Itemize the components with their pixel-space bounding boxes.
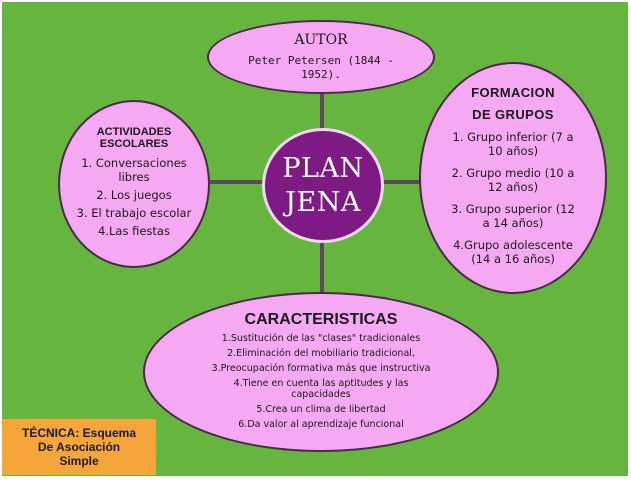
caracteristicas-item-1-line-1: 1.Sustitución de las "clases" tradiciona… [221, 332, 421, 344]
actividades-title-line-2: ESCOLARES [99, 138, 169, 150]
actividades-item-2: 2. Los juegos [96, 188, 171, 202]
actividades-title-line-1: ACTIVIDADES [96, 126, 172, 138]
node-actividades-escolares: ACTIVIDADES ESCOLARES 1. Conversaciones … [58, 100, 210, 268]
formacion-item-1-line-2: 10 años) [487, 144, 539, 158]
tecnica-line-3: Simple [59, 454, 99, 468]
connector-autor [320, 85, 324, 135]
formacion-title: FORMACION DE GRUPOS [471, 82, 555, 126]
node-caracteristicas: CARACTERISTICAS 1.Sustitución de las "cl… [143, 292, 499, 452]
actividades-item-4: 4.Las fiestas [98, 224, 170, 238]
caracteristicas-item-6: 6.Da valor al aprendizaje funcional [238, 419, 403, 430]
node-formacion-de-grupos: FORMACION DE GRUPOS 1. Grupo inferior (7… [419, 62, 607, 294]
connector-caracteristicas [320, 235, 324, 295]
actividades-item-1-line-2: libres [118, 170, 150, 184]
tecnica-line-1: TÉCNICA: Esquema [21, 426, 137, 440]
center-title-line-1: PLAN [282, 152, 364, 184]
formacion-item-4-line-1: 4.Grupo adolescente [453, 238, 573, 252]
formacion-item-2: 2. Grupo medio (10 a 12 años) [452, 166, 575, 194]
caracteristicas-item-3: 3.Preocupación formativa más que instruc… [212, 363, 431, 374]
autor-title: AUTOR [294, 32, 348, 48]
autor-text-line-1: Peter Petersen (1844 - [248, 54, 394, 67]
actividades-item-3: 3. El trabajo escolar [77, 206, 192, 220]
tecnica-line-2: De Asociación [37, 440, 121, 454]
caracteristicas-item-5: 5.Crea un clima de libertad [256, 404, 385, 415]
actividades-item-3-line-1: 3. El trabajo escolar [76, 206, 192, 220]
formacion-item-3: 3. Grupo superior (12 a 14 años) [451, 202, 575, 230]
caracteristicas-item-2-line-1: 2.Eliminación del mobiliario tradicional… [227, 347, 415, 359]
autor-text-line-2: 1952). [301, 68, 341, 81]
formacion-title-line-1: FORMACION [471, 85, 555, 100]
formacion-item-3-line-1: 3. Grupo superior (12 [451, 202, 575, 216]
formacion-item-1-line-1: 1. Grupo inferior (7 a [452, 130, 574, 144]
actividades-item-2-line-1: 2. Los juegos [96, 188, 172, 202]
actividades-title: ACTIVIDADES ESCOLARES [97, 126, 172, 150]
center-node-plan-jena: PLAN JENA [262, 128, 384, 243]
formacion-item-4: 4.Grupo adolescente (14 a 16 años) [453, 238, 573, 266]
caracteristicas-item-4: 4.Tiene en cuenta las aptitudes y las ca… [234, 378, 409, 400]
caracteristicas-item-3-line-1: 3.Preocupación formativa más que instruc… [211, 362, 431, 374]
actividades-item-1: 1. Conversaciones libres [81, 156, 187, 184]
caracteristicas-title: CARACTERISTICAS [244, 310, 398, 328]
tecnica-label-box: TÉCNICA: Esquema De Asociación Simple [2, 419, 156, 475]
caracteristicas-item-2: 2.Eliminación del mobiliario tradicional… [227, 348, 415, 359]
formacion-title-line-2: DE GRUPOS [472, 107, 554, 122]
caracteristicas-item-1: 1.Sustitución de las "clases" tradiciona… [222, 333, 420, 344]
caracteristicas-item-4-line-2: capacidades [291, 388, 351, 400]
center-title-line-2: JENA [285, 186, 361, 218]
actividades-item-4-line-1: 4.Las fiestas [98, 224, 170, 238]
formacion-item-1: 1. Grupo inferior (7 a 10 años) [452, 130, 573, 158]
actividades-item-1-line-1: 1. Conversaciones [81, 156, 187, 170]
caracteristicas-item-6-line-1: 6.Da valor al aprendizaje funcional [238, 418, 404, 430]
connector-formacion [380, 180, 425, 184]
caracteristicas-item-4-line-1: 4.Tiene en cuenta las aptitudes y las [233, 377, 409, 389]
node-autor: AUTOR Peter Petersen (1844 - 1952). [207, 20, 435, 94]
formacion-item-3-line-2: a 14 años) [482, 216, 544, 230]
caracteristicas-item-5-line-1: 5.Crea un clima de libertad [256, 403, 386, 415]
formacion-item-2-line-1: 2. Grupo medio (10 a [451, 166, 575, 180]
formacion-item-4-line-2: (14 a 16 años) [471, 252, 555, 266]
connector-actividades [205, 180, 270, 184]
formacion-item-2-line-2: 12 años) [487, 180, 539, 194]
